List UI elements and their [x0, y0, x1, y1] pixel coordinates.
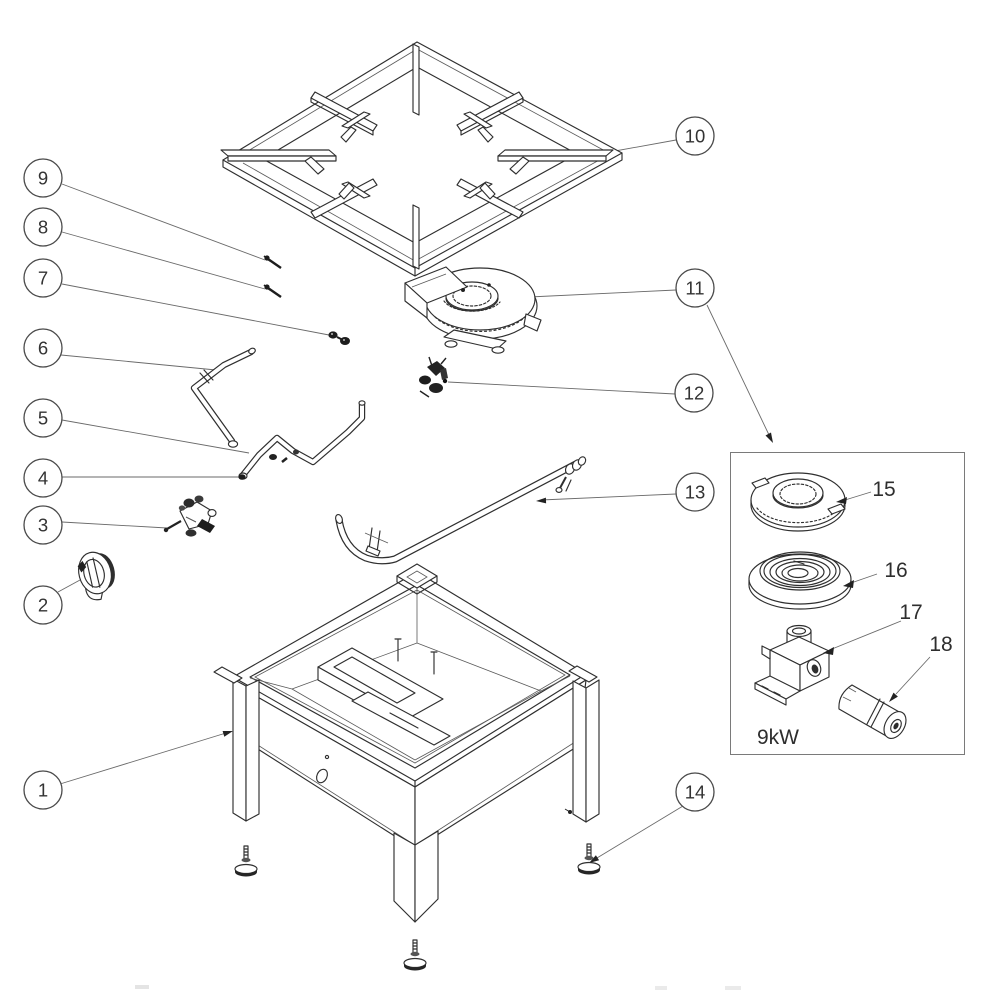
grate-finger-ne — [456, 91, 524, 143]
callout-2: 2 — [23, 585, 63, 625]
connecting-pipe — [238, 400, 366, 480]
arrowhead-11-inset — [765, 432, 773, 443]
leader-8 — [61, 231, 266, 290]
leader-9 — [61, 183, 266, 261]
callout-10: 10 — [675, 116, 715, 156]
wall-vent-hole — [316, 768, 328, 784]
inset-label-16: 16 — [884, 559, 907, 582]
svg-text:12: 12 — [684, 383, 705, 404]
leader-12 — [447, 381, 676, 395]
gas-valve — [163, 495, 217, 537]
callout-4: 4 — [23, 458, 63, 498]
burner-assembly — [404, 266, 542, 354]
svg-text:11: 11 — [685, 278, 704, 299]
svg-text:14: 14 — [685, 782, 706, 803]
leader-3 — [61, 521, 168, 529]
leader-14 — [591, 805, 684, 862]
base-corner-caps — [213, 563, 598, 684]
svg-text:3: 3 — [38, 515, 48, 536]
print-artifacts — [135, 985, 741, 990]
leader-2 — [57, 579, 81, 593]
injector-holder — [838, 684, 907, 740]
svg-text:5: 5 — [38, 408, 48, 429]
arrowhead-14 — [589, 855, 600, 863]
leader-11 — [507, 289, 677, 299]
leader-5 — [61, 419, 250, 454]
burner-cap — [750, 472, 846, 532]
power-rating-label: 9kW — [757, 726, 799, 749]
callout-11: 11 — [675, 268, 715, 308]
screw-8 — [263, 284, 282, 298]
arrowhead-1 — [222, 731, 233, 737]
svg-text:13: 13 — [685, 482, 706, 503]
leader-1 — [59, 732, 227, 785]
callout-12: 12 — [674, 373, 714, 413]
arrowhead-13 — [536, 497, 547, 504]
svg-text:6: 6 — [38, 338, 48, 359]
grate-pin-south — [412, 204, 420, 270]
base-leg-right — [564, 679, 600, 823]
callouts: 9 8 7 6 5 4 3 2 — [23, 116, 715, 812]
pan-support-grate — [220, 41, 623, 277]
svg-text:7: 7 — [38, 268, 48, 289]
inset-label-18: 18 — [929, 633, 952, 656]
grate-finger-se — [456, 178, 524, 219]
leader-lines — [57, 139, 773, 863]
burner-body — [754, 624, 830, 706]
svg-text:8: 8 — [38, 217, 48, 238]
leader-6 — [60, 354, 217, 371]
leader-11-inset — [706, 304, 771, 438]
callout-3: 3 — [23, 505, 63, 545]
adjustable-foot-right — [577, 843, 601, 875]
inset-box: 15 16 17 18 9kW — [730, 452, 965, 755]
injector-fittings — [328, 331, 350, 345]
callout-8: 8 — [23, 207, 63, 247]
leader-13 — [540, 493, 677, 501]
leader-7 — [61, 283, 330, 336]
callout-6: 6 — [23, 328, 63, 368]
base-leg-front — [393, 830, 439, 923]
callout-14: 14 — [675, 772, 715, 812]
callout-1: 1 — [23, 770, 63, 810]
callout-9: 9 — [23, 158, 63, 198]
svg-text:4: 4 — [38, 468, 48, 489]
inset-label-15: 15 — [872, 478, 895, 501]
base-leg-left — [232, 678, 260, 822]
screw-9 — [263, 255, 282, 269]
grate-bar-east — [497, 149, 614, 175]
svg-text:1: 1 — [38, 780, 48, 801]
adjustable-foot-left — [234, 845, 258, 877]
callout-7: 7 — [23, 258, 63, 298]
gas-supply-pipe — [335, 456, 587, 565]
grate-finger-sw — [310, 178, 378, 219]
adjustable-foot-front — [403, 939, 427, 971]
base-frame — [213, 563, 600, 923]
inset-label-17: 17 — [899, 601, 922, 624]
control-knob — [77, 551, 115, 601]
pipe-union-nut — [238, 474, 246, 480]
grate-bar-west — [220, 149, 337, 175]
svg-text:10: 10 — [685, 126, 706, 147]
pilot-burner — [419, 356, 448, 398]
grate-pin-north — [412, 43, 420, 116]
svg-text:2: 2 — [38, 595, 48, 616]
callout-5: 5 — [23, 398, 63, 438]
grate-finger-nw — [310, 91, 378, 143]
valve-pipe — [190, 347, 256, 448]
svg-text:9: 9 — [38, 168, 48, 189]
base-interior — [249, 587, 571, 761]
burner-base — [443, 329, 507, 350]
callout-13: 13 — [675, 472, 715, 512]
